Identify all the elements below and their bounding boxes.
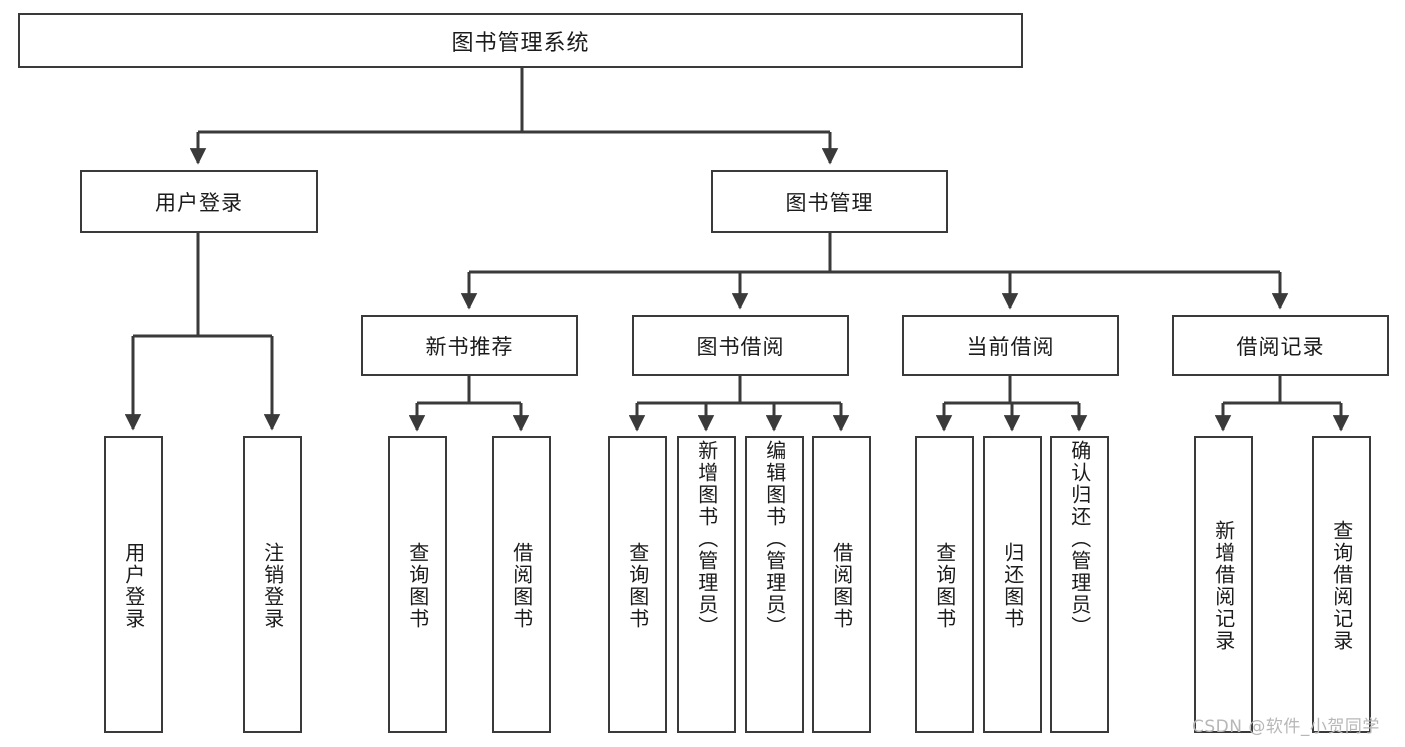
leaf-query-book-current[interactable]: 查询图书 xyxy=(915,436,974,733)
node-user-login[interactable]: 用户登录 xyxy=(80,170,318,233)
leaf-label: 归还图书 xyxy=(1000,541,1025,630)
leaf-label: 用户登录 xyxy=(121,541,146,630)
node-label: 图书借阅 xyxy=(696,334,785,359)
node-borrow-record[interactable]: 借阅记录 xyxy=(1172,315,1389,376)
leaf-add-book-admin[interactable]: 新增图书（管理员） xyxy=(677,436,736,733)
leaf-add-borrow-record[interactable]: 新增借阅记录 xyxy=(1194,436,1253,733)
node-label: 当前借阅 xyxy=(966,334,1055,359)
node-label: 新书推荐 xyxy=(425,334,514,359)
leaf-query-book-new-recommend[interactable]: 查询图书 xyxy=(388,436,447,733)
edges-bookmanage-to-level3 xyxy=(460,233,1289,310)
leaf-label: 新增图书（管理员） xyxy=(694,440,719,638)
leaf-logout-login[interactable]: 注销登录 xyxy=(243,436,302,733)
leaf-return-book[interactable]: 归还图书 xyxy=(983,436,1042,733)
edges-borrowrecord-to-leaves xyxy=(1214,376,1350,432)
leaf-label: 查询借阅记录 xyxy=(1329,519,1354,652)
node-label: 图书管理系统 xyxy=(451,30,590,56)
node-book-management[interactable]: 图书管理 xyxy=(711,170,948,233)
leaf-label: 查询图书 xyxy=(405,541,430,630)
leaf-borrow-book-new-recommend[interactable]: 借阅图书 xyxy=(492,436,551,733)
leaf-label: 新增借阅记录 xyxy=(1211,519,1236,652)
node-label: 借阅记录 xyxy=(1236,334,1325,359)
leaf-label: 借阅图书 xyxy=(829,541,854,630)
edges-userlogin-to-leaves xyxy=(124,233,281,431)
leaf-borrow-book-borrow[interactable]: 借阅图书 xyxy=(812,436,871,733)
node-book-borrow[interactable]: 图书借阅 xyxy=(632,315,849,376)
leaf-label: 查询图书 xyxy=(625,541,650,630)
leaf-query-book-borrow[interactable]: 查询图书 xyxy=(608,436,667,733)
node-label: 用户登录 xyxy=(155,190,243,215)
leaf-edit-book-admin[interactable]: 编辑图书（管理员） xyxy=(745,436,804,733)
node-new-book-recommend[interactable]: 新书推荐 xyxy=(361,315,578,376)
leaf-query-borrow-record[interactable]: 查询借阅记录 xyxy=(1312,436,1371,733)
leaf-label: 注销登录 xyxy=(260,541,285,630)
edges-currentborrow-to-leaves xyxy=(935,376,1088,432)
leaf-user-login[interactable]: 用户登录 xyxy=(104,436,163,733)
edges-newbook-to-leaves xyxy=(408,376,530,432)
node-root-book-management-system[interactable]: 图书管理系统 xyxy=(18,13,1023,68)
leaf-label: 编辑图书（管理员） xyxy=(762,440,787,638)
node-label: 图书管理 xyxy=(785,190,874,215)
node-current-borrow[interactable]: 当前借阅 xyxy=(902,315,1119,376)
leaf-label: 借阅图书 xyxy=(509,541,534,630)
leaf-confirm-return-admin[interactable]: 确认归还（管理员） xyxy=(1050,436,1109,733)
edges-root-to-level2 xyxy=(189,68,839,165)
edges-bookborrow-to-leaves xyxy=(628,376,850,432)
csdn-watermark: CSDN @软件_小贺同学 xyxy=(1192,717,1380,737)
leaf-label: 确认归还（管理员） xyxy=(1067,440,1092,638)
leaf-label: 查询图书 xyxy=(932,541,957,630)
